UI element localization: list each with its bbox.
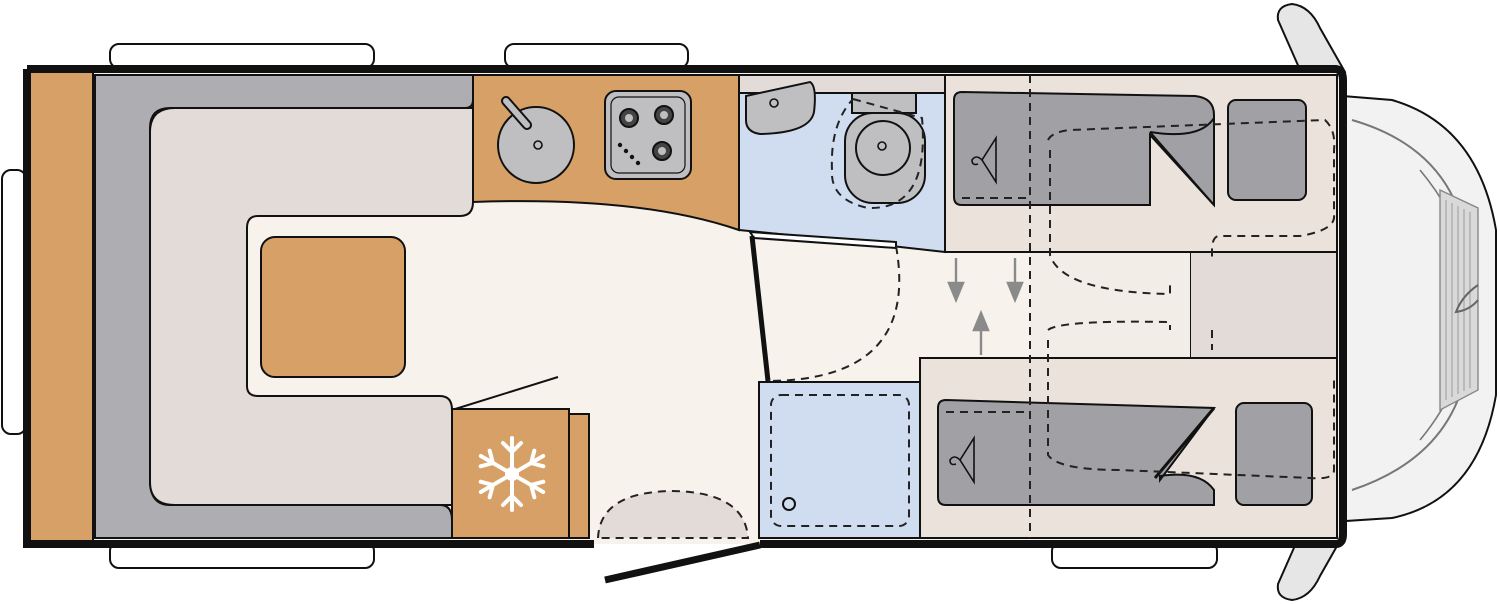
washbasin [745, 80, 816, 136]
bed-conversion-dashed [946, 75, 1336, 538]
mattress-upper [953, 90, 1215, 208]
pillow-upper [1227, 99, 1307, 201]
pillow-lower [1235, 402, 1313, 506]
shower [758, 381, 921, 539]
steering-wheel-icon [1454, 284, 1479, 314]
windows [1, 43, 1218, 569]
outer-wall-rear [23, 69, 594, 548]
hanger-icon [971, 135, 997, 185]
hanger-icon [949, 435, 975, 485]
bathroom [738, 74, 946, 254]
toilet-swing-dashed [830, 98, 924, 210]
window-top-rear [109, 43, 375, 69]
drain-icon [782, 497, 796, 511]
window-top-kitchen [504, 43, 689, 69]
entry-door[interactable] [604, 541, 761, 584]
hob-icon [604, 90, 692, 180]
dinette-table [260, 236, 406, 378]
rear-wood-cabinet [31, 73, 93, 540]
toilet-icon [844, 92, 926, 204]
bathroom-door[interactable] [748, 230, 901, 382]
rear-lounge [31, 73, 559, 540]
fridge-cabinet [451, 408, 590, 539]
outer-wall [27, 65, 1347, 548]
window-rear-wall [1, 169, 27, 435]
table-hinge-line [451, 376, 559, 411]
door-swing-dashed [767, 245, 901, 382]
sink-icon [497, 96, 575, 184]
mattress-lower [937, 398, 1216, 506]
snowflake-icon [478, 436, 546, 512]
bed-extension [1189, 251, 1338, 359]
entry-step [596, 489, 750, 539]
bed-gap-floor [1030, 253, 1190, 357]
vehicle-cab [1276, 2, 1497, 602]
dashboard-vents [1439, 188, 1479, 412]
bedroom [919, 74, 1338, 539]
walkway-arrows [947, 258, 1024, 355]
kitchen [472, 74, 740, 232]
bench-seat [149, 107, 474, 506]
